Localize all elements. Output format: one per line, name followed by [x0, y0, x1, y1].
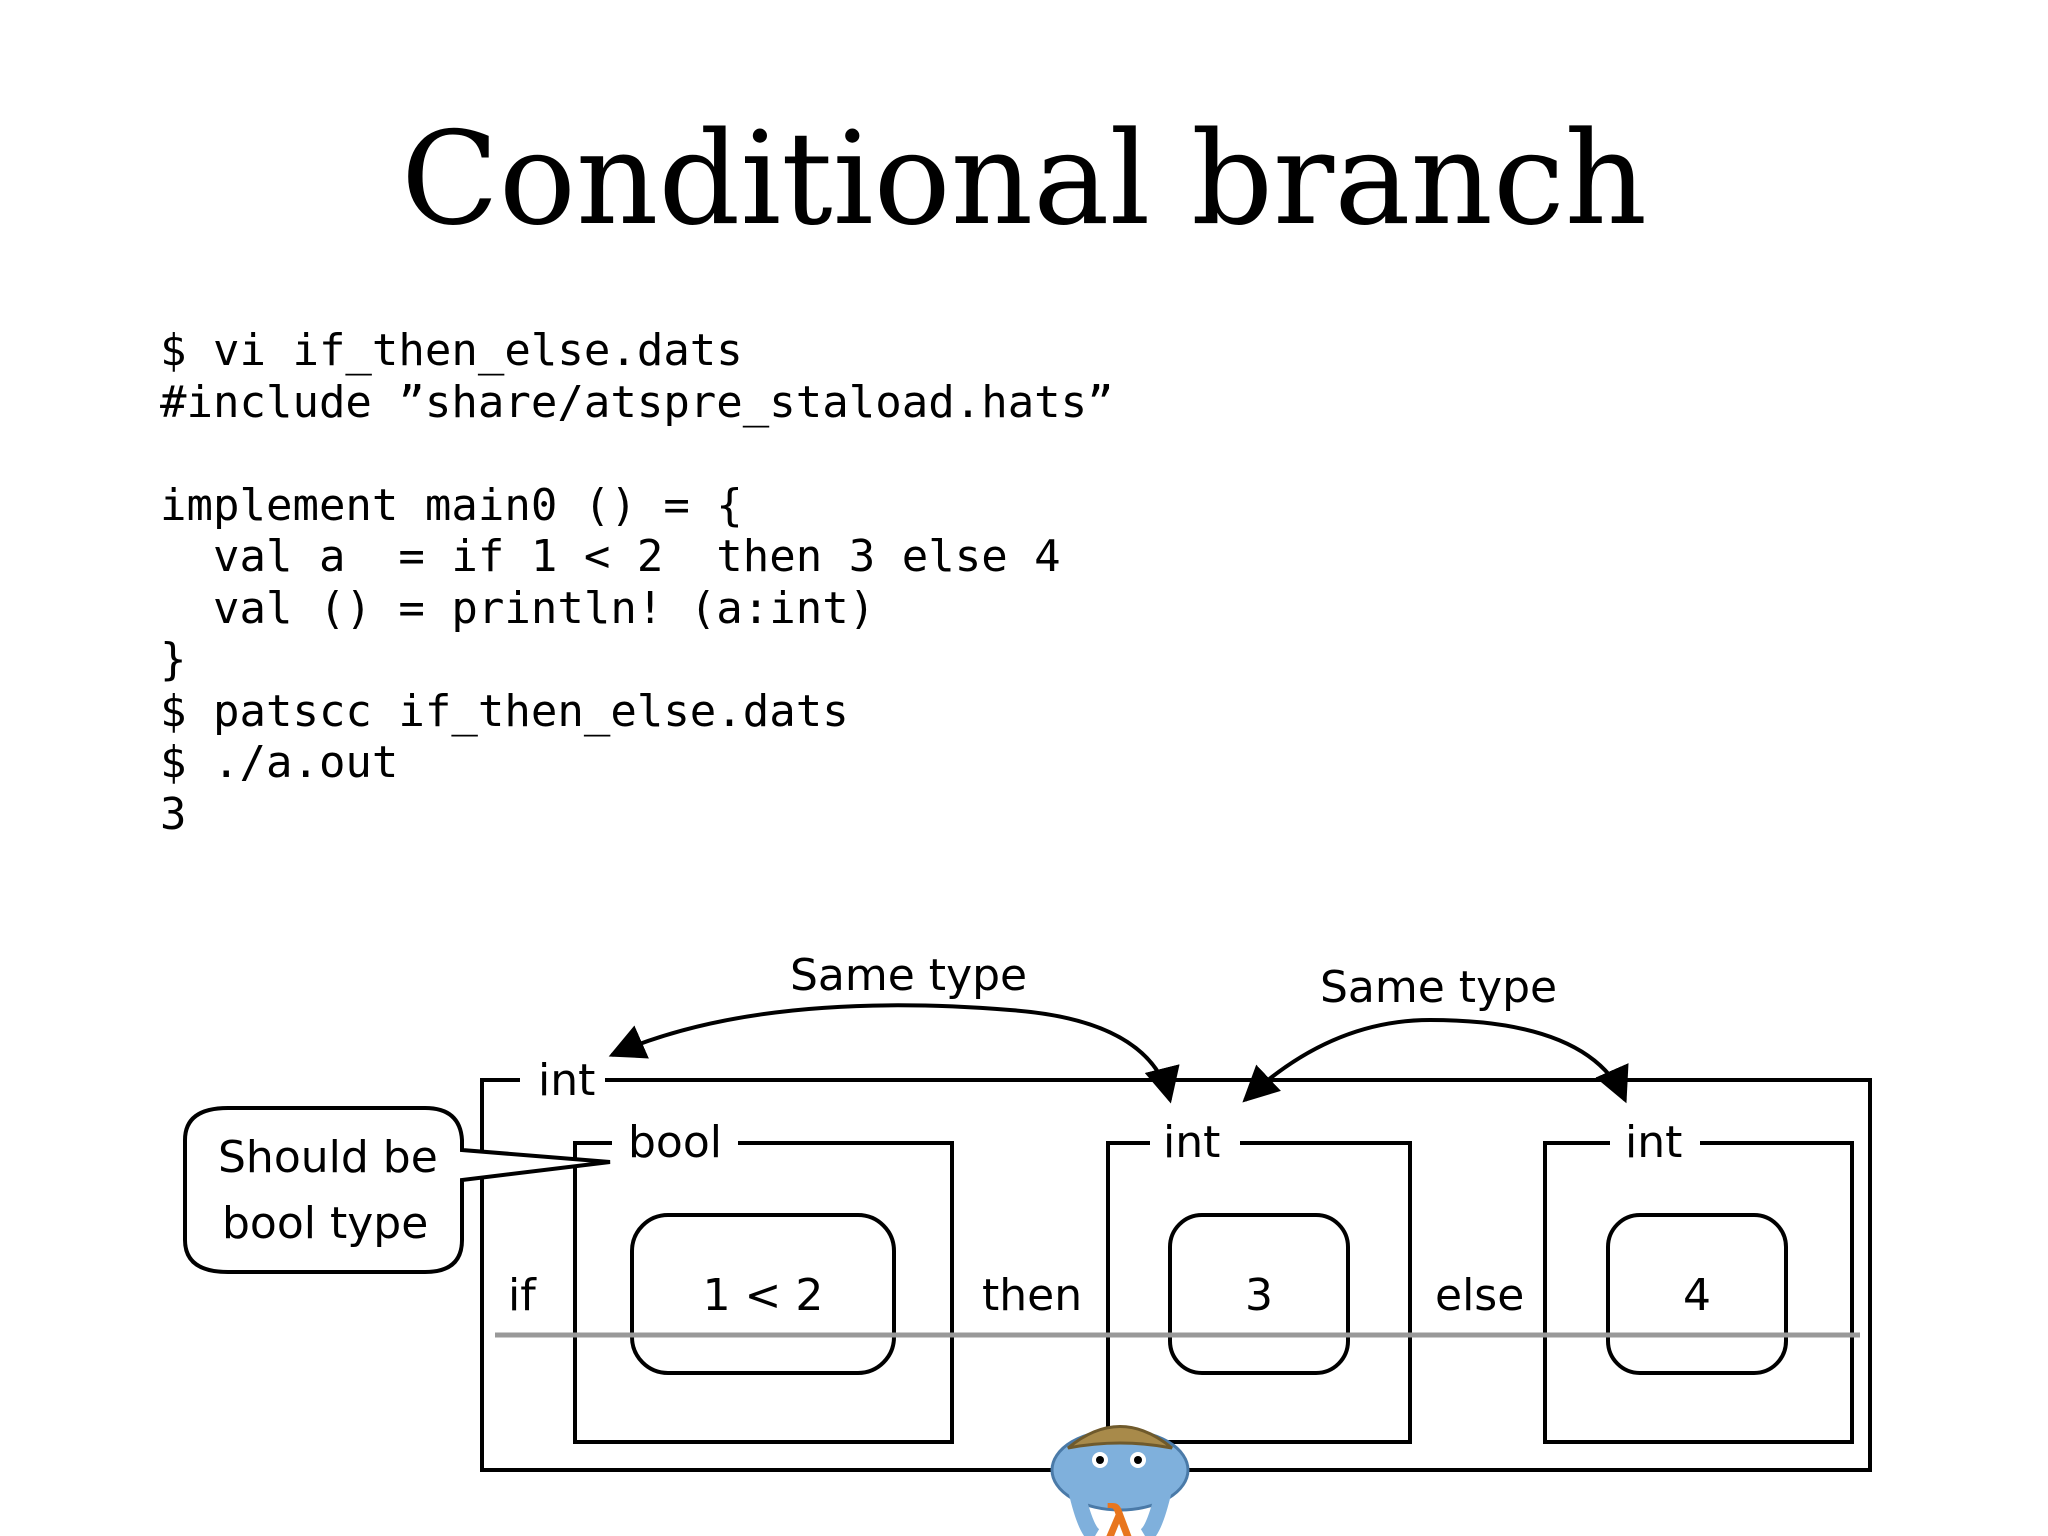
- arrow-label-right: Same type: [1320, 962, 1557, 1013]
- else-expr: 4: [1683, 1270, 1711, 1321]
- cond-type-label: bool: [628, 1117, 722, 1168]
- else-box: [1543, 1141, 1854, 1444]
- arrow-right: [1242, 1017, 1629, 1104]
- code-line: $ patscc if_then_else.dats: [160, 685, 849, 737]
- then-inner-box: [1168, 1213, 1350, 1375]
- callout-line2: bool type: [222, 1198, 428, 1249]
- code-line: #include ”share/atspre_staload.hats”: [160, 376, 1114, 428]
- then-expr: 3: [1245, 1270, 1273, 1321]
- slide-title: Conditional branch: [400, 105, 1648, 254]
- code-line: implement main0 () = {: [160, 479, 743, 531]
- arrow-left: [608, 1003, 1180, 1104]
- kw-else: else: [1435, 1270, 1524, 1321]
- else-inner-box: [1606, 1213, 1788, 1375]
- code-line: val () = println! (a:int): [160, 582, 876, 634]
- svg-text:λ: λ: [1105, 1496, 1133, 1536]
- kw-then: then: [982, 1270, 1082, 1321]
- code-line: }: [160, 634, 187, 685]
- code-block: $ vi if_then_else.dats#include ”share/at…: [160, 325, 1114, 840]
- cond-inner-box: [630, 1213, 896, 1375]
- code-line: val a = if 1 < 2 then 3 else 4: [160, 531, 1061, 582]
- then-type-label: int: [1163, 1117, 1220, 1168]
- cond-box: [573, 1141, 954, 1444]
- code-line: $ vi if_then_else.dats: [160, 325, 743, 376]
- code-line: 3: [160, 788, 187, 840]
- kw-if: if: [508, 1270, 537, 1321]
- else-type-label: int: [1625, 1117, 1682, 1168]
- callout-bubble: [183, 1106, 611, 1274]
- outer-type-label: int: [538, 1055, 595, 1106]
- cond-expr: 1 < 2: [703, 1270, 824, 1321]
- callout-line1: Should be: [218, 1132, 438, 1183]
- mascot-crab-lambda-icon: λ: [1050, 1425, 1190, 1536]
- then-box: [1106, 1141, 1412, 1444]
- code-line: $ ./a.out: [160, 737, 399, 788]
- arrow-label-left: Same type: [790, 950, 1027, 1001]
